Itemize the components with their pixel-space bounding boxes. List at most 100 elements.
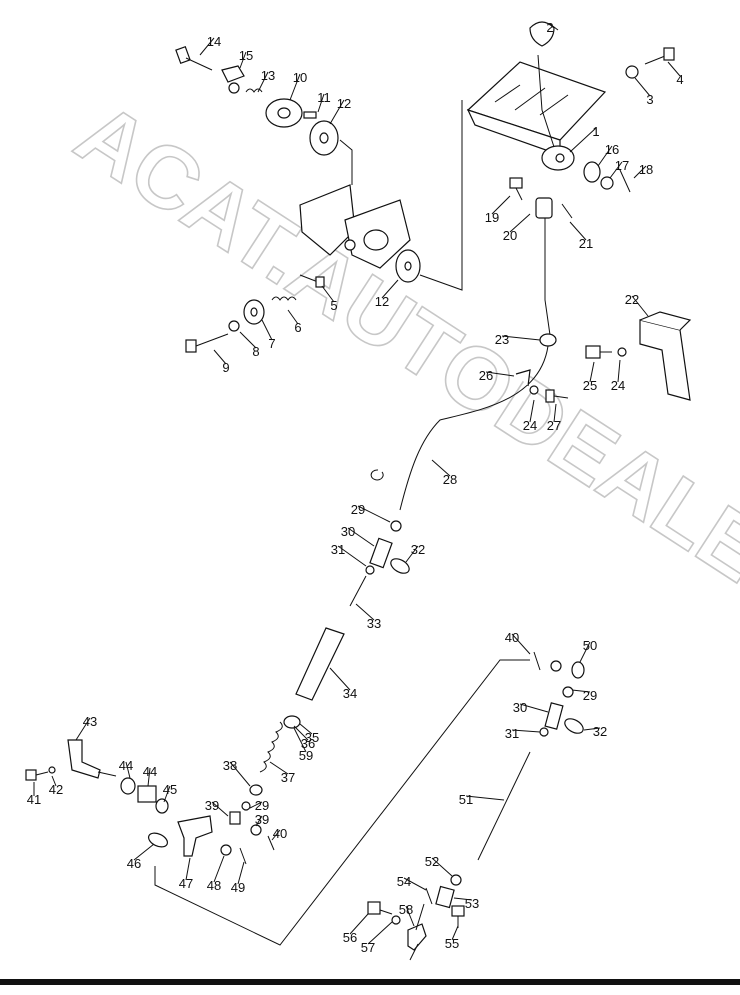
callout-leader (299, 723, 313, 735)
callout-8: 8 (239, 331, 260, 359)
callout-45: 45 (163, 782, 177, 803)
callout-18: 18 (633, 162, 653, 179)
pin-40b (533, 651, 541, 671)
nut-29c (562, 686, 574, 698)
callout-leader (405, 545, 419, 563)
callout-leader (589, 361, 595, 383)
callout-number: 31 (331, 542, 345, 557)
callout-27: 27 (547, 403, 561, 433)
callout-leader (249, 801, 263, 809)
callout-number: 40 (273, 826, 287, 841)
callout-number: 10 (293, 70, 307, 85)
callout-number: 53 (465, 896, 479, 911)
callout-number: 24 (523, 418, 537, 433)
bolt-56 (367, 901, 393, 915)
leader-bottom (154, 659, 530, 946)
callout-number: 4 (676, 72, 683, 87)
callout-number: 32 (593, 724, 607, 739)
callout-leader (553, 403, 557, 423)
callout-32: 32 (583, 724, 607, 739)
pulley-10 (265, 98, 303, 128)
callout-6: 6 (287, 309, 302, 335)
callout-46: 46 (127, 843, 155, 871)
callout-1: 1 (569, 124, 600, 153)
callout-leader (211, 801, 229, 817)
callout-leader (583, 727, 601, 731)
callout-number: 14 (207, 34, 221, 49)
callout-31: 31 (331, 542, 367, 567)
callout-29: 29 (249, 798, 269, 813)
callout-leader (431, 459, 451, 477)
nut-31 (365, 565, 375, 575)
callout-59: 59 (293, 727, 313, 763)
nut-52 (450, 874, 462, 886)
callout-number: 9 (222, 360, 229, 375)
fitting-50 (571, 661, 585, 679)
callout-number: 12 (375, 294, 389, 309)
callout-24: 24 (611, 359, 625, 393)
callout-29: 29 (571, 688, 597, 703)
nut-31b (539, 727, 549, 737)
callout-leader (229, 761, 251, 787)
callout-38: 38 (223, 758, 251, 787)
callout-leader (271, 829, 281, 841)
bushing-44 (120, 777, 136, 795)
callout-28: 28 (431, 459, 457, 487)
callout-leader (367, 921, 393, 945)
callout-leader (509, 213, 531, 233)
ring-37 (249, 784, 263, 796)
callout-number: 42 (49, 782, 63, 797)
callout-leader (597, 145, 613, 167)
callout-55: 55 (445, 925, 459, 951)
boot-34 (295, 627, 345, 701)
callout-number: 35 (305, 730, 319, 745)
watermark-text: ACAT.AUTODEALER.RU (60, 83, 740, 718)
weight-46 (147, 832, 169, 848)
callout-number: 20 (503, 228, 517, 243)
callout-number: 29 (351, 502, 365, 517)
callout-number: 11 (317, 90, 331, 105)
callout-leader (465, 795, 505, 801)
callout-number: 13 (261, 68, 275, 83)
block-45 (137, 785, 157, 803)
callout-23: 23 (495, 332, 541, 347)
nut-29b (241, 801, 251, 811)
callout-33: 33 (355, 603, 381, 631)
cable-upper (544, 218, 551, 336)
callout-leader (125, 761, 131, 779)
callout-52: 52 (425, 854, 453, 877)
callout-number: 26 (479, 368, 493, 383)
callout-leader (519, 703, 549, 713)
callout-number: 59 (299, 748, 313, 763)
callout-57: 57 (361, 921, 393, 955)
callout-number: 24 (611, 378, 625, 393)
clip-ring (370, 469, 384, 481)
bushing-44b (155, 798, 169, 814)
nut-32 (390, 558, 410, 574)
callout-number: 16 (605, 142, 619, 157)
callout-number: 22 (625, 292, 639, 307)
callout-leader (329, 99, 345, 125)
bolt-14 (175, 45, 213, 71)
callout-number: 21 (579, 236, 593, 251)
callout-number: 7 (268, 336, 275, 351)
callout-leader (185, 857, 191, 881)
callout-leader (491, 195, 511, 215)
spring-6 (271, 296, 297, 301)
callout-40: 40 (271, 826, 287, 841)
bolt-25 (585, 345, 612, 359)
callout-number: 56 (343, 930, 357, 945)
callout-number: 2 (546, 20, 553, 35)
callout-number: 25 (583, 378, 597, 393)
bolt-20 (509, 177, 523, 201)
callout-number: 8 (252, 344, 259, 359)
callout-leader (293, 727, 307, 753)
callout-26: 26 (479, 368, 515, 383)
washer-12-lower (395, 249, 421, 283)
washer-12-top (309, 120, 339, 156)
callout-number: 15 (239, 48, 253, 63)
callout-leader (257, 71, 269, 93)
callout-leader (571, 689, 591, 693)
washer-42 (48, 766, 56, 774)
callout-number: 5 (330, 298, 337, 313)
